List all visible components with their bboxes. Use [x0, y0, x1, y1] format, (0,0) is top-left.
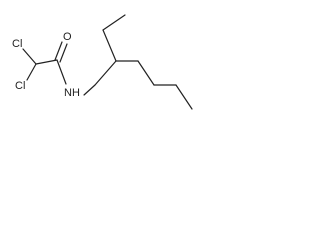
bond-ethyl1-ethyl2: [102, 14, 126, 31]
bond-c2-cl-upper: [22, 48, 37, 65]
chlorine-upper-label: Cl: [12, 38, 22, 50]
chlorine-lower-label: Cl: [15, 80, 25, 92]
bond-c2-c1: [35, 59, 58, 65]
bond-c1-o-b: [59, 43, 68, 63]
bond-c1-o-a: [54, 41, 63, 61]
nitrogen-label: NH: [64, 87, 80, 99]
bond-ch2-ch: [94, 60, 117, 86]
oxygen-label: O: [63, 31, 72, 43]
bond-butyl1-butyl2: [137, 60, 155, 86]
structure-diagram: Cl Cl O NH: [12, 14, 193, 110]
bond-c2-cl-lower: [26, 63, 37, 81]
bonds: [22, 14, 193, 110]
bond-butyl3-butyl4: [175, 84, 193, 110]
bond-ch-ethyl1: [102, 29, 117, 62]
bond-n-ch2: [83, 84, 96, 96]
bond-c1-n: [56, 59, 67, 85]
atom-labels: Cl Cl O NH: [12, 31, 80, 99]
